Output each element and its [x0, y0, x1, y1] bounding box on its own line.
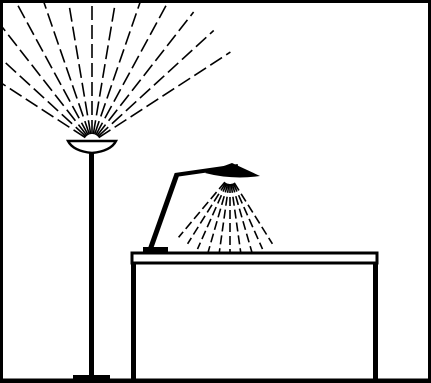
- uplight-ray-8: [93, 0, 119, 134]
- downlight-ray-4: [231, 184, 241, 255]
- uplight-ray-12: [98, 31, 214, 137]
- desk-lamp-shade: [205, 163, 260, 177]
- desk: [131, 253, 378, 380]
- uplight-ray-5: [38, 0, 89, 134]
- uplight-ray-1: [0, 52, 85, 138]
- desk-lamp: [143, 163, 272, 256]
- downlight-ray-10: [179, 182, 225, 237]
- desk-leg-right: [373, 262, 378, 380]
- desk-lamp-light-rays: [179, 182, 273, 256]
- floor-lamp-light-rays: [0, 0, 230, 138]
- desk-top: [132, 253, 377, 263]
- uplight-ray-2: [0, 31, 86, 137]
- floor-lamp-base: [73, 375, 110, 381]
- desk-lamp-lower-arm: [150, 174, 177, 250]
- desk-lamp-base: [143, 247, 168, 252]
- floor-lamp: [0, 0, 230, 381]
- uplight-ray-9: [95, 0, 146, 134]
- desk-leg-left: [131, 262, 136, 380]
- floor-lamp-shade: [68, 141, 116, 153]
- floor-lamp-pole: [89, 152, 94, 378]
- downlight-ray-6: [219, 184, 229, 255]
- uplight-ray-6: [65, 0, 91, 134]
